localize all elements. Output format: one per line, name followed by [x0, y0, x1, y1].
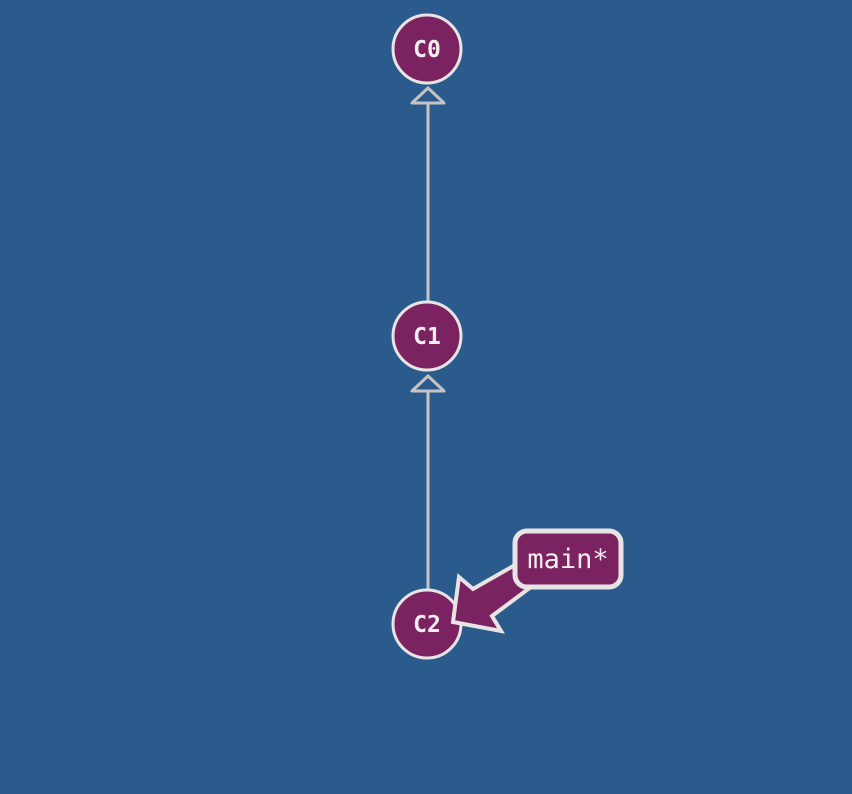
- arrowhead-icon: [410, 374, 446, 393]
- branch-label: main*: [527, 544, 608, 575]
- branch-label-box: [512, 528, 624, 590]
- edge-c1-to-c0: [410, 86, 446, 301]
- commit-circle: [391, 13, 463, 85]
- commit-node-c0[interactable]: C0: [391, 13, 463, 85]
- commit-node-c1[interactable]: C1: [391, 300, 463, 372]
- commit-label: C0: [413, 37, 441, 63]
- arrowhead-icon: [410, 86, 446, 105]
- commit-label: C1: [413, 324, 441, 350]
- commit-circle: [391, 300, 463, 372]
- branch-pointer[interactable]: main*: [450, 528, 624, 634]
- commit-label: C2: [413, 612, 441, 638]
- edge-c2-to-c1: [410, 374, 446, 589]
- branch-arrow-icon: [450, 562, 534, 634]
- commit-node-c2[interactable]: C2: [391, 588, 463, 660]
